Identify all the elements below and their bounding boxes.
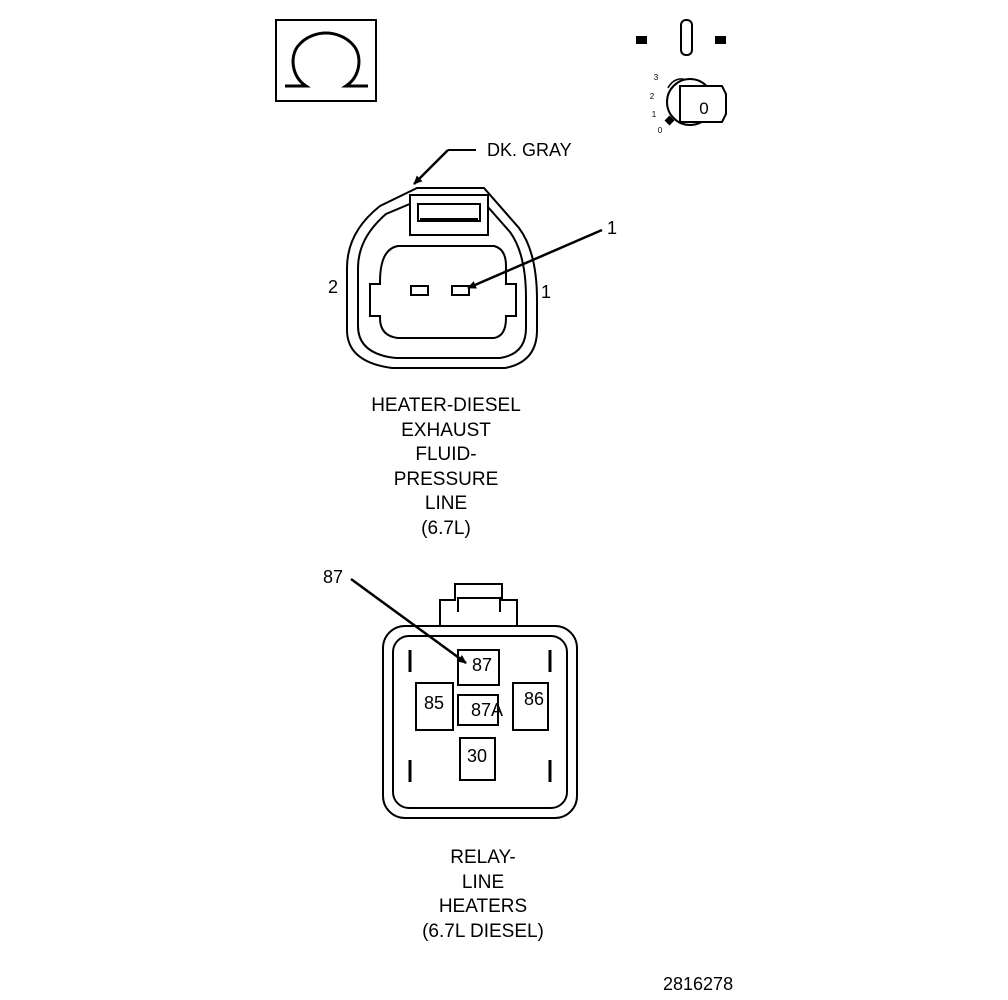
pin-87-callout-label: 87 xyxy=(323,567,343,587)
pin-1-callout: 1 xyxy=(467,218,617,290)
pin-2-side-label: 2 xyxy=(328,277,338,297)
svg-text:3: 3 xyxy=(654,73,659,82)
terminal-85 xyxy=(415,682,454,731)
pin-1-callout-label: 1 xyxy=(607,218,617,238)
terminal-86 xyxy=(512,682,549,731)
terminal-87a xyxy=(457,694,499,726)
svg-text:1: 1 xyxy=(652,110,657,119)
heater-def-pressure-line-connector xyxy=(346,187,538,369)
terminal-87-label: 87 xyxy=(472,655,492,675)
ignition-key-icon: 0 3 2 1 0 xyxy=(636,19,727,135)
connector1-caption: HEATER-DIESEL EXHAUST FLUID- PRESSURE LI… xyxy=(371,395,521,539)
svg-text:2: 2 xyxy=(650,92,655,101)
key-position-label: 0 xyxy=(699,99,708,118)
svg-text:0: 0 xyxy=(658,126,663,135)
dk-gray-label: DK. GRAY xyxy=(487,140,572,160)
relay-line-heaters-connector: 87 85 87A 86 30 xyxy=(382,583,578,819)
terminal-85-label: 85 xyxy=(424,693,444,713)
pin-2-cavity xyxy=(410,285,429,296)
pin-1-side-label: 1 xyxy=(541,282,551,302)
dk-gray-callout: DK. GRAY xyxy=(413,140,572,185)
terminal-30-label: 30 xyxy=(467,746,487,766)
pin-87-callout: 87 xyxy=(323,567,467,665)
terminal-86-label: 86 xyxy=(524,689,544,709)
terminal-30 xyxy=(459,737,496,781)
terminal-87a-label: 87A xyxy=(471,700,503,720)
figure-number: 2816278 xyxy=(663,974,733,994)
pin-1-cavity xyxy=(451,285,470,296)
connector2-caption: RELAY- LINE HEATERS (6.7L DIESEL) xyxy=(422,847,544,942)
omega-icon xyxy=(275,19,377,102)
